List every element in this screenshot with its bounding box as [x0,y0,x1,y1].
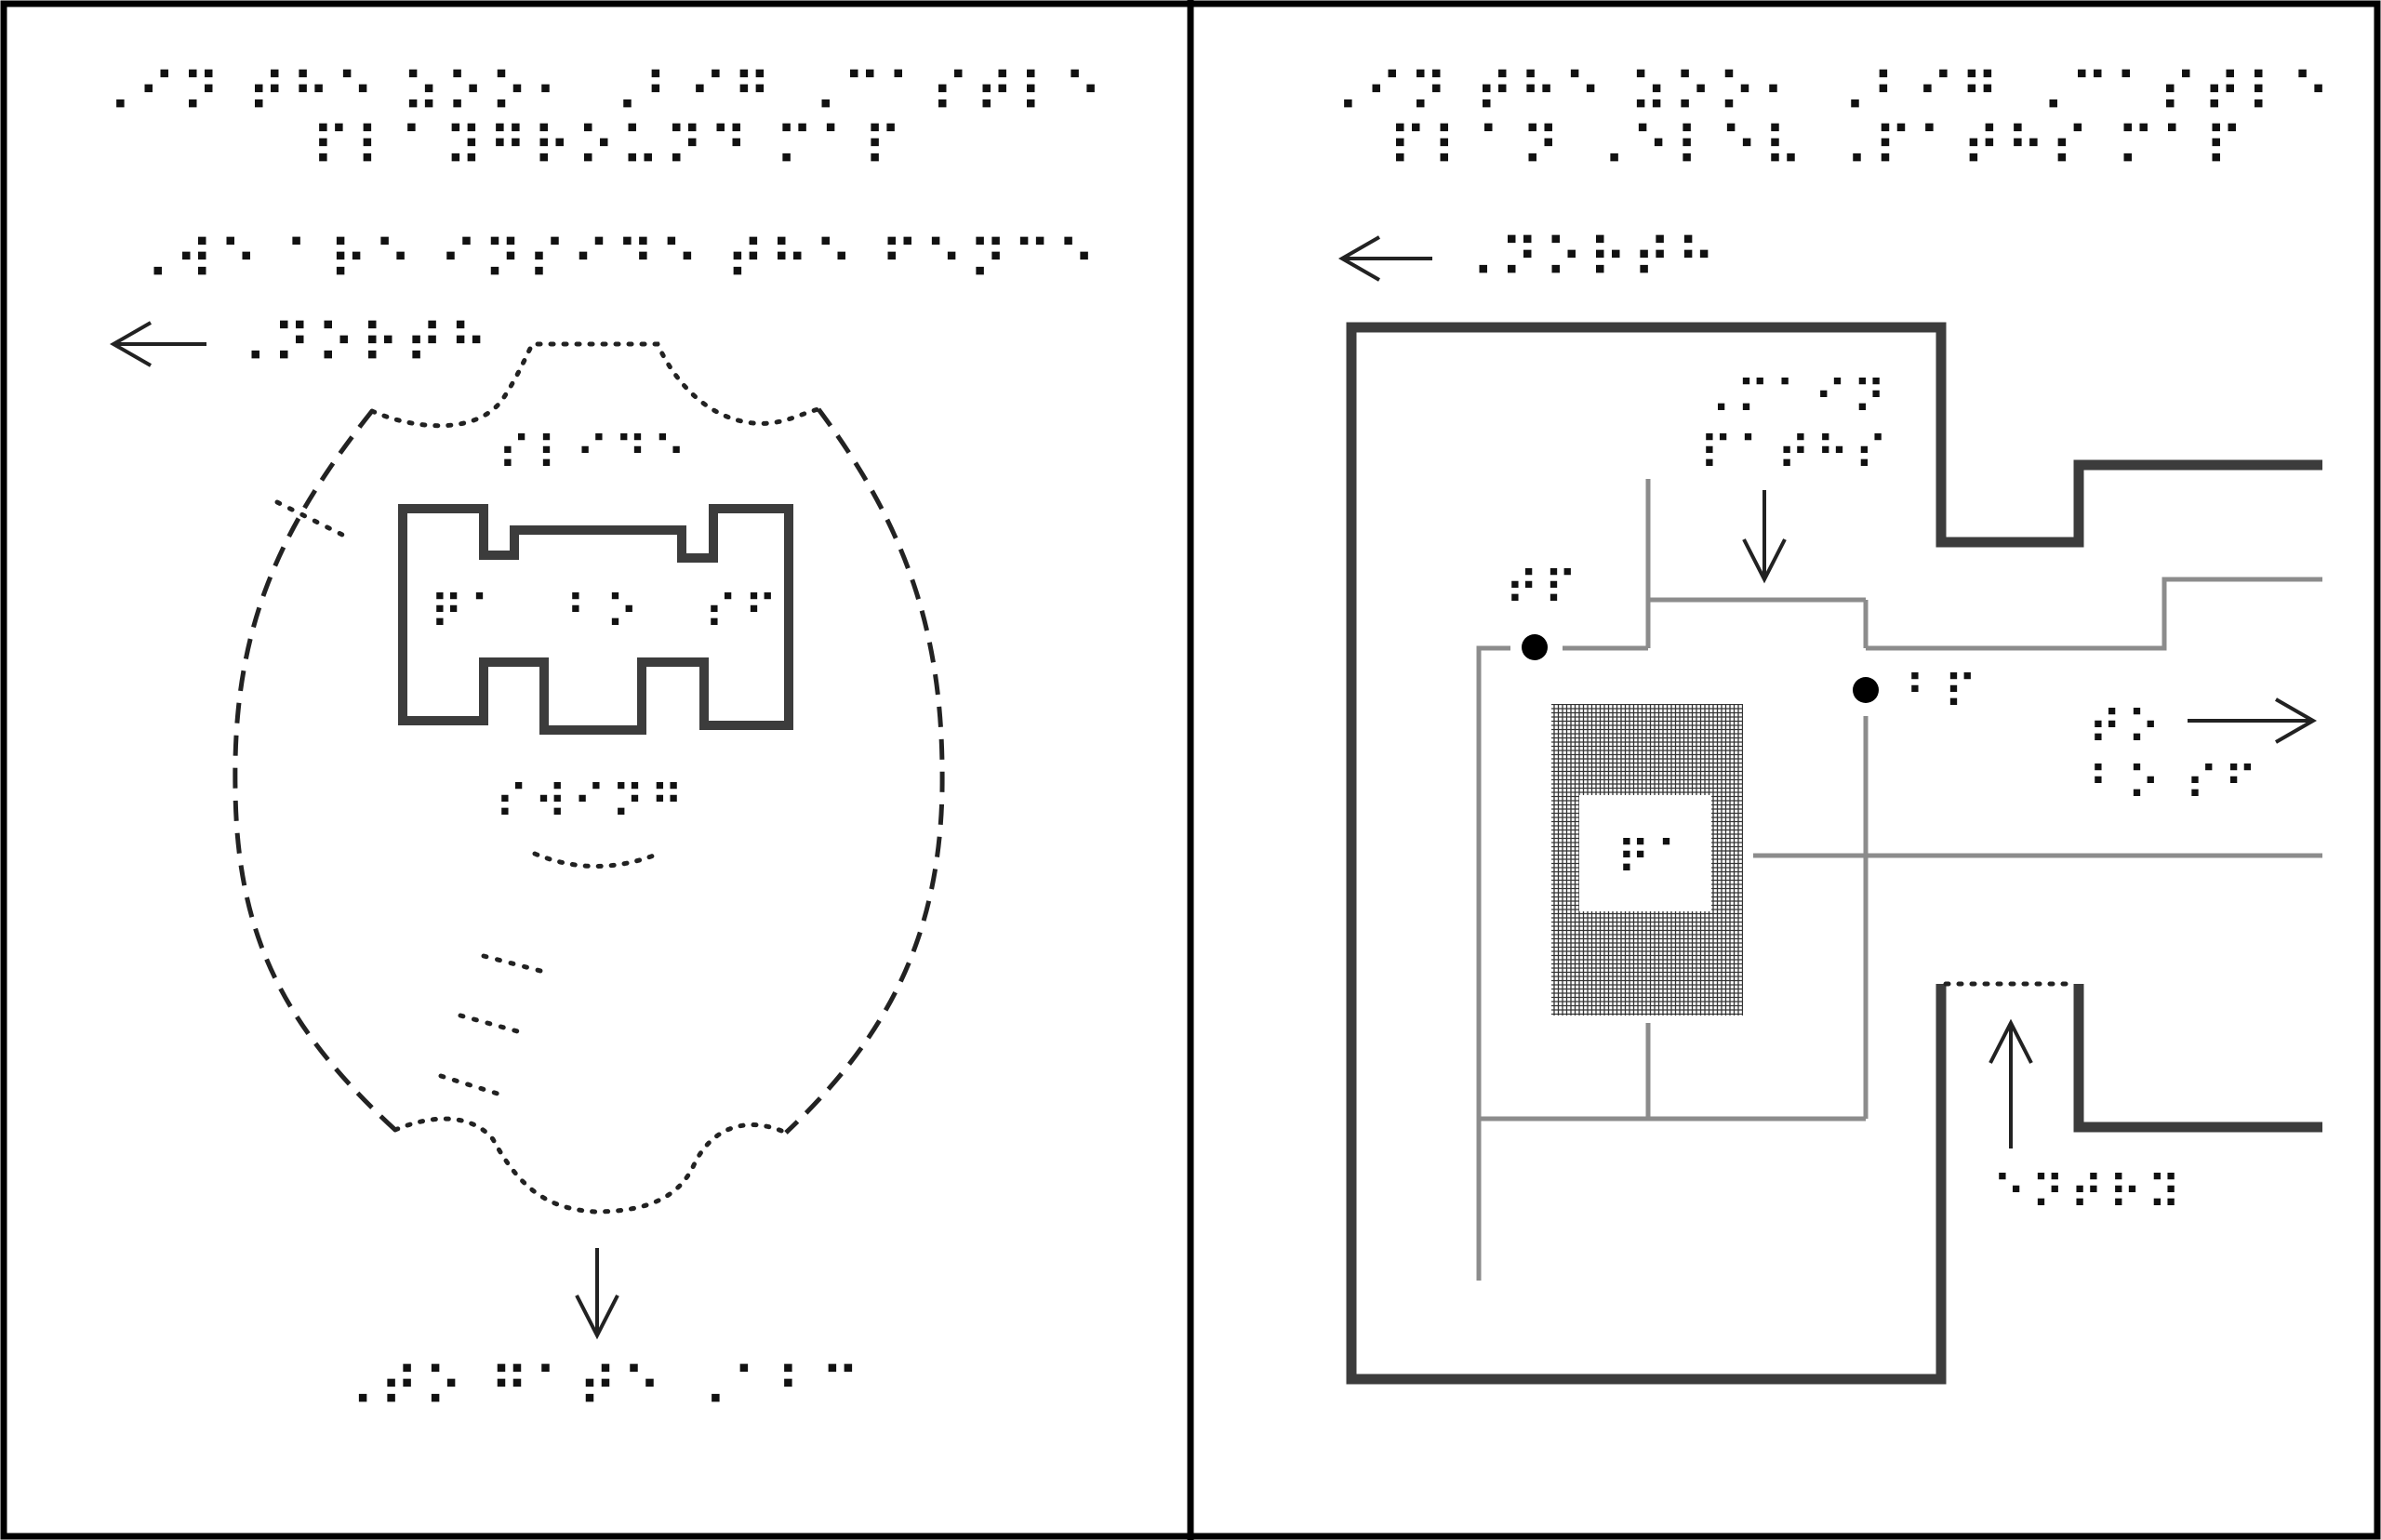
swing-arc [532,851,661,869]
castle-top-label: ⠎⠇⠊⠙⠑ [498,427,691,481]
node-label-right: ⠃⠏ [1905,666,1982,720]
right-panel: ⠠⠊⠝ ⠞⠓⠑ ⠵⠕⠕⠂ ⠠⠃⠊⠛ ⠠⠉⠁⠎⠞⠇⠑ ⠏⠇⠁⠝ ⠠⠑⠇⠑⠧ ⠠⠏⠁… [1321,61,2335,1385]
left-title-line-1: ⠠⠊⠝ ⠞⠓⠑ ⠵⠕⠕⠂ ⠠⠃⠊⠛ ⠠⠉⠁⠎⠞⠇⠑ [93,61,1108,125]
castle-outline [398,504,793,735]
path-network [1476,479,2322,1281]
castle-bottom-label: ⠎⠺⠊⠝⠛ [495,776,688,830]
right-arrow-icon [2188,697,2318,744]
step-mark-1 [481,953,547,975]
east-label-2: ⠃⠕ ⠎⠋ [2088,757,2262,811]
building-wall-lower-east [2073,984,2322,1133]
left-panel: ⠠⠊⠝ ⠞⠓⠑ ⠵⠕⠕⠂ ⠠⠃⠊⠛ ⠠⠉⠁⠎⠞⠇⠑ ⠏⠇⠁⠽⠛⠗⠕⠥⠝⠙ ⠍⠁⠏… [93,61,1108,1419]
right-title-line-1: ⠠⠊⠝ ⠞⠓⠑ ⠵⠕⠕⠂ ⠠⠃⠊⠛ ⠠⠉⠁⠎⠞⠇⠑ [1321,61,2335,125]
step-mark-2 [458,1013,524,1035]
exit-arrow-icon [575,1248,619,1340]
main-path-label-2: ⠏⠁⠞⠓⠎ [1699,427,1893,481]
fence-outline-east [784,407,945,1135]
north-boundary [369,341,821,429]
castle-room-label-3: ⠎⠋ [704,586,783,640]
castle-room-label-1: ⠟⠁ [430,586,509,640]
east-label-1: ⠞⠕ [2088,701,2165,755]
entrance-label: ⠑⠝⠞⠗⠽ [1992,1166,2186,1220]
landmark-node-left [1522,634,1548,660]
right-title-line-2: ⠏⠇⠁⠝ ⠠⠑⠇⠑⠧ ⠠⠏⠁⠞⠓⠎ ⠍⠁⠏ [1389,115,2249,179]
main-path-label-1: ⠠⠍⠁⠊⠝ [1697,371,1891,425]
down-arrow-icon [1742,490,1787,584]
right-direction-label: ⠠⠝⠕⠗⠞⠓ [1456,227,1721,290]
gate-mark [274,499,345,538]
fence-outline [233,409,397,1132]
step-mark-3 [438,1073,503,1097]
node-label-left: ⠞⠏ [1505,562,1582,616]
north-arrow-icon [109,321,206,367]
north-arrow-icon-right [1337,235,1432,282]
building-wall-outer [1346,322,2322,1385]
landmark-node-right [1853,677,1879,703]
castle-room-label-2: ⠃⠕ [565,586,645,640]
south-boundary [392,1116,789,1215]
left-title-line-2: ⠏⠇⠁⠽⠛⠗⠕⠥⠝⠙ ⠍⠁⠏ [312,115,908,179]
exit-label: ⠠⠞⠕ ⠛⠁⠞⠑ ⠠⠁⠃⠉ [335,1356,864,1419]
left-direction-label: ⠠⠝⠕⠗⠞⠓ [228,312,493,376]
left-subtitle: ⠠⠺⠑ ⠁⠗⠑ ⠊⠝⠎⠊⠙⠑ ⠞⠓⠑ ⠋⠑⠝⠉⠑ [130,229,1100,292]
central-room [1579,795,1711,911]
center-room-label: ⠟⠁ [1616,831,1696,885]
entrance-arrow-icon [1989,1018,2033,1148]
